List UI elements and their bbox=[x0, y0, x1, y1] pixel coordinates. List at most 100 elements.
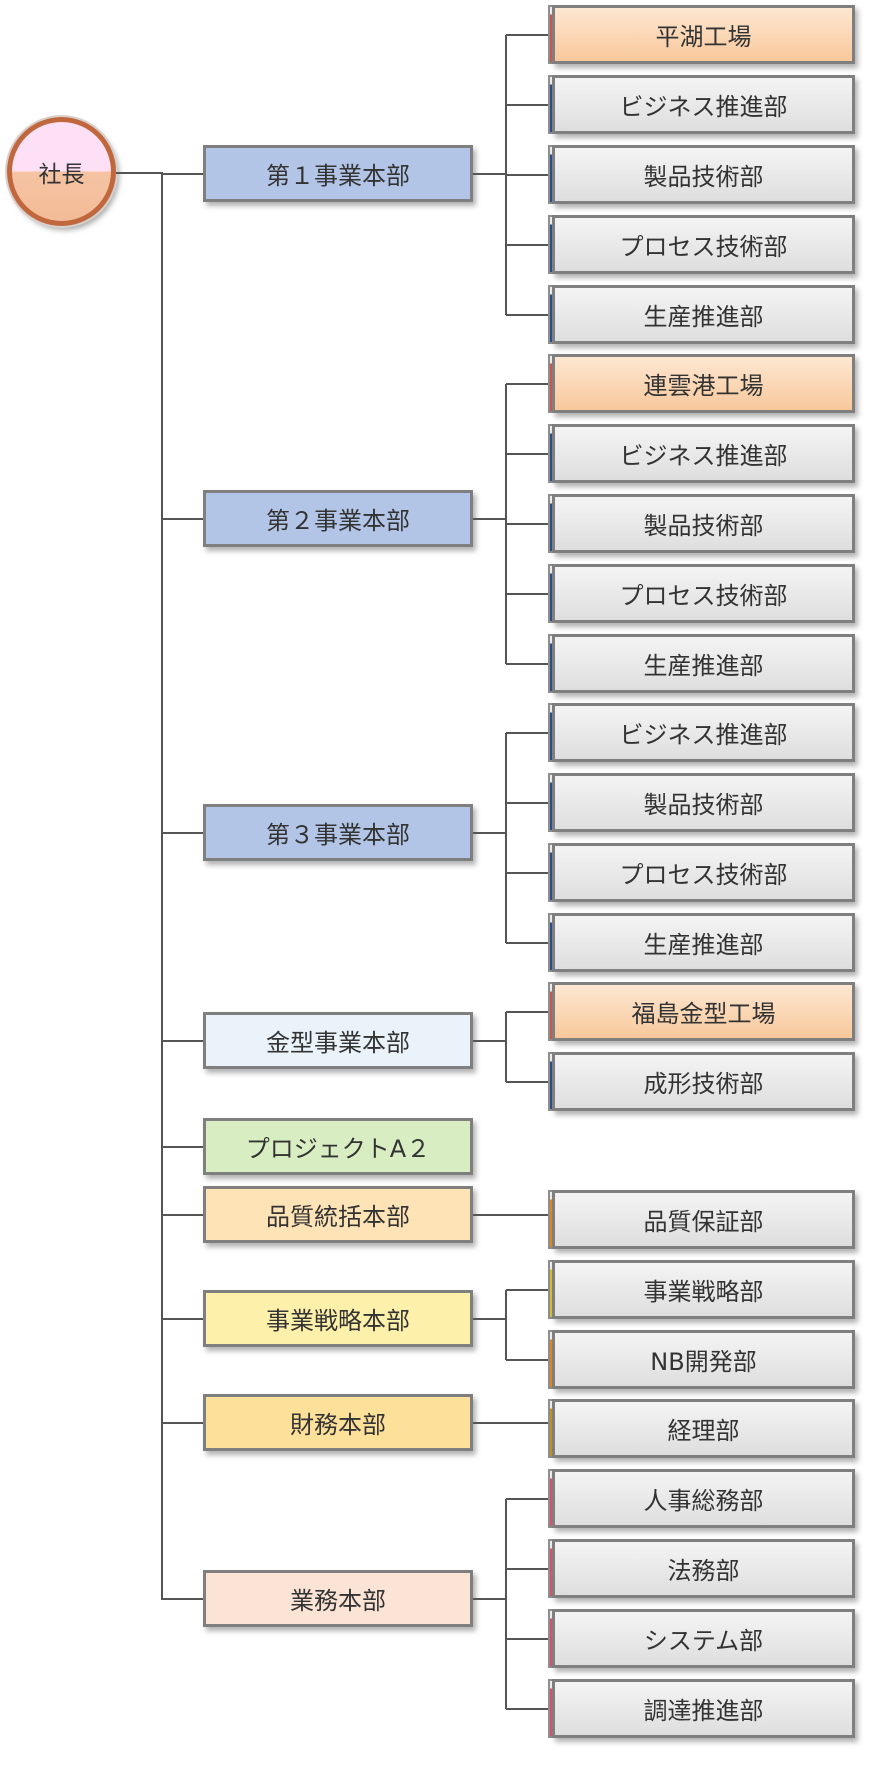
division-to-fork-line bbox=[473, 1039, 506, 1042]
division-label: 第２事業本部 bbox=[266, 507, 410, 535]
department-box[interactable]: ビジネス推進部 bbox=[552, 703, 855, 762]
division-box-proj[interactable]: プロジェクトA２ bbox=[203, 1118, 473, 1175]
department-connector bbox=[506, 382, 548, 385]
department-box[interactable]: 事業戦略部 bbox=[552, 1260, 855, 1319]
department-box[interactable]: 経理部 bbox=[552, 1399, 855, 1458]
department-label: プロセス技術部 bbox=[619, 233, 788, 261]
division-box-finance[interactable]: 財務本部 bbox=[203, 1394, 473, 1451]
department-box[interactable]: 人事総務部 bbox=[552, 1469, 855, 1528]
division-connector bbox=[162, 517, 203, 520]
department-label: ビジネス推進部 bbox=[619, 442, 788, 470]
department-connector bbox=[506, 1567, 548, 1570]
division-to-fork-line bbox=[473, 517, 506, 520]
department-fork-line bbox=[505, 732, 507, 943]
division-box-quality[interactable]: 品質統括本部 bbox=[203, 1186, 473, 1243]
department-box[interactable]: 連雲港工場 bbox=[552, 354, 855, 413]
department-label: 福島金型工場 bbox=[631, 1000, 776, 1028]
department-connector bbox=[506, 452, 548, 455]
department-label: 製品技術部 bbox=[643, 512, 764, 540]
division-connector bbox=[162, 1039, 203, 1042]
department-connector bbox=[473, 1421, 548, 1424]
department-label: 成形技術部 bbox=[643, 1070, 764, 1098]
department-connector bbox=[506, 1010, 548, 1013]
department-box[interactable]: 生産推進部 bbox=[552, 634, 855, 693]
department-label: 生産推進部 bbox=[643, 931, 764, 959]
department-label: 人事総務部 bbox=[643, 1487, 764, 1515]
department-box[interactable]: 法務部 bbox=[552, 1539, 855, 1598]
president-label: 社長 bbox=[38, 161, 85, 188]
department-box[interactable]: 製品技術部 bbox=[552, 773, 855, 832]
department-label: 製品技術部 bbox=[643, 791, 764, 819]
department-box[interactable]: 平湖工場 bbox=[552, 5, 855, 64]
department-label: 経理部 bbox=[667, 1417, 740, 1445]
department-box[interactable]: 調達推進部 bbox=[552, 1679, 855, 1738]
department-box[interactable]: 福島金型工場 bbox=[552, 982, 855, 1041]
department-box[interactable]: NB開発部 bbox=[552, 1330, 855, 1389]
department-box[interactable]: プロセス技術部 bbox=[552, 215, 855, 274]
division-connector bbox=[162, 172, 203, 175]
division-label: 品質統括本部 bbox=[266, 1203, 410, 1231]
department-fork-line bbox=[505, 1498, 507, 1709]
department-label: ビジネス推進部 bbox=[619, 721, 788, 749]
department-connector bbox=[506, 871, 548, 874]
division-to-fork-line bbox=[473, 172, 506, 175]
department-connector bbox=[473, 1213, 548, 1216]
department-label: 事業戦略部 bbox=[643, 1278, 764, 1306]
department-box[interactable]: プロセス技術部 bbox=[552, 564, 855, 623]
division-connector bbox=[162, 1317, 203, 1320]
division-label: 事業戦略本部 bbox=[266, 1307, 410, 1335]
department-box[interactable]: 品質保証部 bbox=[552, 1190, 855, 1249]
department-connector bbox=[506, 1637, 548, 1640]
root-connector bbox=[116, 172, 163, 174]
department-box[interactable]: 生産推進部 bbox=[552, 285, 855, 344]
division-label: 第１事業本部 bbox=[266, 162, 410, 190]
division-label: プロジェクトA２ bbox=[245, 1135, 431, 1163]
department-connector bbox=[506, 592, 548, 595]
department-connector bbox=[506, 1358, 548, 1361]
department-box[interactable]: ビジネス推進部 bbox=[552, 424, 855, 483]
division-connector bbox=[162, 831, 203, 834]
department-connector bbox=[506, 522, 548, 525]
department-fork-line bbox=[505, 1289, 507, 1360]
division-box-d3[interactable]: 第３事業本部 bbox=[203, 804, 473, 861]
division-box-operations[interactable]: 業務本部 bbox=[203, 1570, 473, 1627]
department-label: 品質保証部 bbox=[643, 1208, 764, 1236]
department-connector bbox=[506, 173, 548, 176]
department-connector bbox=[506, 941, 548, 944]
department-label: 生産推進部 bbox=[643, 652, 764, 680]
division-to-fork-line bbox=[473, 1317, 506, 1320]
department-box[interactable]: システム部 bbox=[552, 1609, 855, 1668]
department-connector bbox=[506, 1707, 548, 1710]
department-connector bbox=[506, 313, 548, 316]
department-label: 連雲港工場 bbox=[643, 372, 764, 400]
division-box-d2[interactable]: 第２事業本部 bbox=[203, 490, 473, 547]
division-box-strategy[interactable]: 事業戦略本部 bbox=[203, 1290, 473, 1347]
division-label: 業務本部 bbox=[290, 1587, 386, 1615]
department-box[interactable]: 生産推進部 bbox=[552, 913, 855, 972]
department-connector bbox=[506, 662, 548, 665]
department-label: プロセス技術部 bbox=[619, 861, 788, 889]
department-connector bbox=[506, 243, 548, 246]
department-box[interactable]: 成形技術部 bbox=[552, 1052, 855, 1111]
department-label: システム部 bbox=[643, 1627, 764, 1655]
department-label: 平湖工場 bbox=[655, 23, 752, 51]
department-box[interactable]: 製品技術部 bbox=[552, 494, 855, 553]
department-box[interactable]: ビジネス推進部 bbox=[552, 75, 855, 134]
department-connector bbox=[506, 731, 548, 734]
department-box[interactable]: 製品技術部 bbox=[552, 145, 855, 204]
division-box-d1[interactable]: 第１事業本部 bbox=[203, 145, 473, 202]
division-to-fork-line bbox=[473, 1597, 506, 1600]
department-label: ビジネス推進部 bbox=[619, 93, 788, 121]
division-box-mold[interactable]: 金型事業本部 bbox=[203, 1012, 473, 1069]
division-label: 第３事業本部 bbox=[266, 821, 410, 849]
department-box[interactable]: プロセス技術部 bbox=[552, 843, 855, 902]
president-node[interactable]: 社長 bbox=[7, 117, 116, 226]
division-label: 金型事業本部 bbox=[266, 1029, 410, 1057]
division-connector bbox=[162, 1421, 203, 1424]
division-to-fork-line bbox=[473, 831, 506, 834]
department-connector bbox=[506, 103, 548, 106]
division-connector bbox=[162, 1213, 203, 1216]
department-connector bbox=[506, 1497, 548, 1500]
department-connector bbox=[506, 801, 548, 804]
